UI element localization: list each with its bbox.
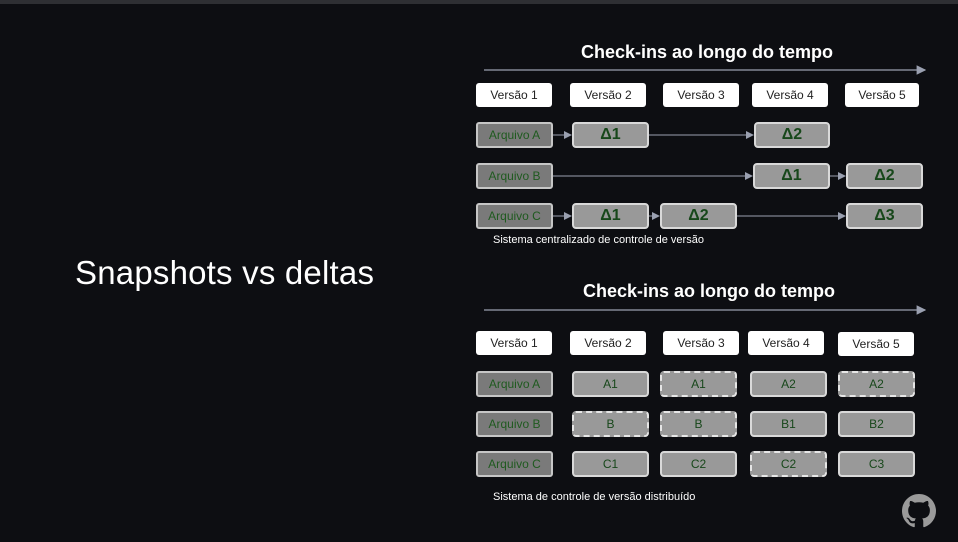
top-version-4: Versão 4 xyxy=(752,83,828,107)
snapshot-c-v5: C3 xyxy=(838,451,915,477)
top-version-2: Versão 2 xyxy=(570,83,646,107)
top-border xyxy=(0,0,958,4)
snapshot-c-v2: C1 xyxy=(572,451,649,477)
snapshot-a-v2: A1 xyxy=(572,371,649,397)
snapshot-b-v4: B1 xyxy=(750,411,827,437)
snapshot-a-v3-unchanged: A1 xyxy=(660,371,737,397)
delta-c-v3: Δ2 xyxy=(660,203,737,229)
snapshot-b-v3-unchanged: B xyxy=(660,411,737,437)
delta-b-v4: Δ1 xyxy=(753,163,830,189)
bottom-diagram-title: Check-ins ao longo do tempo xyxy=(583,281,836,301)
delta-a-v2: Δ1 xyxy=(572,122,649,148)
delta-c-v2: Δ1 xyxy=(572,203,649,229)
slide-title: Snapshots vs deltas xyxy=(75,254,375,291)
snapshot-b-v5: B2 xyxy=(838,411,915,437)
delta-c-v5: Δ3 xyxy=(846,203,923,229)
snapshot-a-v5-unchanged: A2 xyxy=(838,371,915,397)
bottom-version-2: Versão 2 xyxy=(570,331,646,355)
bottom-version-1: Versão 1 xyxy=(476,331,552,355)
bottom-version-4: Versão 4 xyxy=(748,331,824,355)
snapshot-c-v3: C2 xyxy=(660,451,737,477)
top-file-a: Arquivo A xyxy=(476,122,553,148)
top-caption: Sistema centralizado de controle de vers… xyxy=(493,234,704,246)
bottom-caption: Sistema de controle de versão distribuíd… xyxy=(493,491,696,503)
top-version-3: Versão 3 xyxy=(663,83,739,107)
bottom-file-c: Arquivo C xyxy=(476,451,553,477)
top-diagram-title: Check-ins ao longo do tempo xyxy=(581,42,834,62)
bottom-file-a: Arquivo A xyxy=(476,371,553,397)
top-version-1: Versão 1 xyxy=(476,83,552,107)
top-version-5: Versão 5 xyxy=(845,83,919,107)
top-file-b: Arquivo B xyxy=(476,163,553,189)
delta-b-v5: Δ2 xyxy=(846,163,923,189)
bottom-version-3: Versão 3 xyxy=(663,331,739,355)
bottom-file-b: Arquivo B xyxy=(476,411,553,437)
top-file-c: Arquivo C xyxy=(476,203,553,229)
snapshot-c-v4-unchanged: C2 xyxy=(750,451,827,477)
snapshot-b-v2-unchanged: B xyxy=(572,411,649,437)
snapshot-a-v4: A2 xyxy=(750,371,827,397)
bottom-version-5: Versão 5 xyxy=(838,332,914,356)
github-icon xyxy=(902,494,936,528)
delta-a-v4: Δ2 xyxy=(754,122,830,148)
